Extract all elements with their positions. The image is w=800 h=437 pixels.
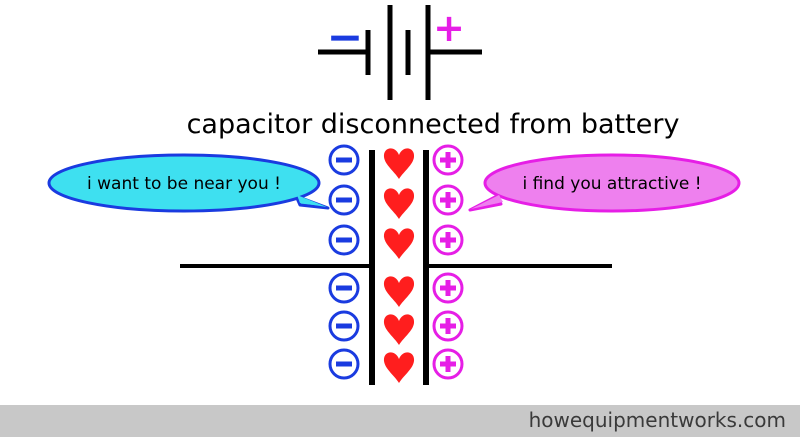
heart-icon xyxy=(383,276,415,307)
left-bubble-text: i want to be near you ! xyxy=(87,174,281,194)
heart-icon xyxy=(383,188,415,219)
right-speech-bubble: i find you attractive ! xyxy=(468,153,741,213)
right-bubble-text: i find you attractive ! xyxy=(522,174,701,194)
positive-charge-icon xyxy=(432,348,464,380)
negative-charge-icon xyxy=(328,144,360,176)
negative-charge-icon xyxy=(328,348,360,380)
left-speech-bubble: i want to be near you ! xyxy=(47,153,330,213)
positive-charge-icon xyxy=(432,144,464,176)
heart-icon xyxy=(383,228,415,259)
battery-negative-sign: − xyxy=(327,12,364,63)
heart-icon xyxy=(383,314,415,345)
footer-bar: howequipmentworks.com xyxy=(0,405,800,437)
footer-website[interactable]: howequipmentworks.com xyxy=(528,408,786,432)
negative-charge-icon xyxy=(328,310,360,342)
battery-positive-sign: + xyxy=(433,6,465,50)
negative-charge-icon xyxy=(328,272,360,304)
negative-charge-icon xyxy=(328,184,360,216)
diagram-title: capacitor disconnected from battery xyxy=(187,109,680,140)
positive-charge-icon xyxy=(432,272,464,304)
heart-icon xyxy=(383,148,415,179)
battery-symbol: − + xyxy=(318,5,482,100)
positive-charge-icon xyxy=(432,184,464,216)
heart-icon xyxy=(383,352,415,383)
charges-group xyxy=(328,144,464,383)
positive-charge-icon xyxy=(432,224,464,256)
positive-charge-icon xyxy=(432,310,464,342)
negative-charge-icon xyxy=(328,224,360,256)
